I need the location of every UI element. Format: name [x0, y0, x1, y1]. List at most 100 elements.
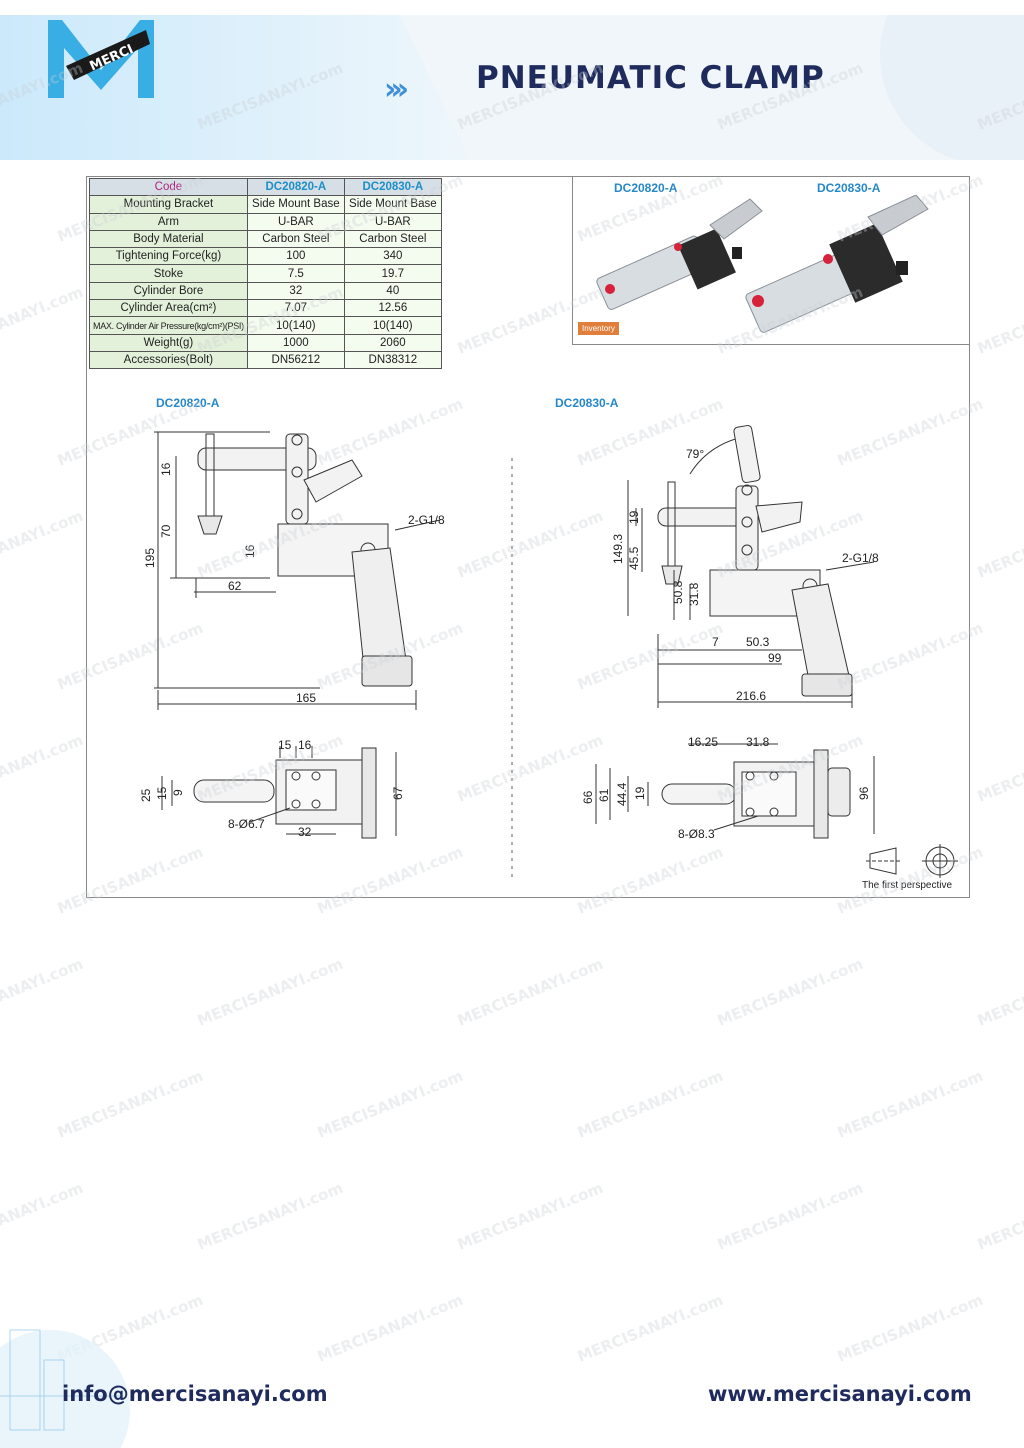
- perspective-note: The first perspective: [862, 880, 953, 891]
- spec-value: 40: [343, 281, 442, 301]
- dim-16a: 16: [159, 462, 173, 476]
- drawing-1-top-view: 15 16 25 15 9 67 8-Ø6.7 32: [140, 738, 405, 839]
- dim-31-8: 31.8: [687, 582, 701, 606]
- spec-value: 7.5: [246, 264, 345, 283]
- watermark-text: MERCISANAYI.com: [315, 1291, 466, 1366]
- dim-angle: 79°: [686, 447, 704, 461]
- model-1: DC20820-A: [246, 177, 345, 197]
- dim-70: 70: [159, 524, 173, 538]
- inventory-badge: Inventory: [578, 322, 619, 335]
- dim-9: 9: [171, 789, 185, 796]
- dim-15: 15: [278, 738, 292, 752]
- watermark-text: MERCISANAYI.com: [715, 1179, 866, 1254]
- projection-symbol-icon: [866, 844, 958, 878]
- watermark-text: MERCISANAYI.com: [455, 1179, 606, 1254]
- spec-row: MAX. Cylinder Air Pressure(kg/cm²)(PSI)1…: [89, 316, 442, 335]
- watermark-text: MERCISANAYI.com: [975, 731, 1024, 806]
- watermark-text: MERCISANAYI.com: [835, 1067, 986, 1142]
- product-photos: [596, 195, 929, 333]
- spec-label: Cylinder Bore: [89, 281, 248, 301]
- spec-value: Side Mount Base: [343, 195, 442, 214]
- spec-value: 10(140): [343, 316, 442, 335]
- dim-99: 99: [768, 651, 782, 665]
- spec-label: MAX. Cylinder Air Pressure(kg/cm²)(PSI): [89, 316, 248, 335]
- watermark-text: MERCISANAYI.com: [55, 1067, 206, 1142]
- spec-label: Arm: [89, 212, 248, 231]
- spec-value: 10(140): [246, 316, 345, 335]
- dim-holes-1: 8-Ø6.7: [228, 817, 265, 831]
- dim-45-5: 45.5: [627, 546, 641, 570]
- watermark-text: MERCISANAYI.com: [195, 1179, 346, 1254]
- dim-149-3: 149.3: [611, 534, 625, 564]
- dim-port-2: 2-G1/8: [842, 551, 879, 565]
- dim-96: 96: [857, 786, 871, 800]
- watermark-text: MERCISANAYI.com: [975, 955, 1024, 1030]
- dim-195: 195: [143, 548, 157, 568]
- dim-19b: 19: [633, 786, 647, 800]
- spec-value: 32: [246, 281, 345, 301]
- model-2: DC20830-A: [343, 177, 442, 197]
- footer-decoration: [0, 1329, 130, 1448]
- dim-50-8: 50.8: [671, 580, 685, 604]
- drawing-label-1: DC20820-A: [156, 396, 220, 410]
- watermark-text: MERCISANAYI.com: [975, 283, 1024, 358]
- drawing-divider: [511, 458, 513, 878]
- watermark-text: MERCISANAYI.com: [575, 1291, 726, 1366]
- page-title: PNEUMATIC CLAMP: [476, 60, 825, 96]
- photo-label-2: DC20830-A: [817, 181, 881, 195]
- spec-value: 340: [343, 247, 442, 266]
- dim-66: 66: [581, 790, 595, 804]
- dim-32: 32: [298, 825, 312, 839]
- dim-7: 7: [712, 635, 719, 649]
- spec-header-row: Code DC20820-A DC20830-A: [89, 177, 442, 197]
- watermark-text: MERCISANAYI.com: [0, 731, 86, 806]
- dim-216-6: 216.6: [736, 689, 766, 703]
- watermark-text: MERCISANAYI.com: [0, 955, 86, 1030]
- dim-44-4: 44.4: [615, 782, 629, 806]
- watermark-text: MERCISANAYI.com: [455, 955, 606, 1030]
- watermark-text: MERCISANAYI.com: [315, 1067, 466, 1142]
- watermark-text: MERCISANAYI.com: [0, 283, 86, 358]
- spec-label: Body Material: [89, 229, 248, 249]
- spec-value: 7.07: [246, 299, 345, 318]
- spec-value: Carbon Steel: [343, 229, 442, 249]
- watermark-text: MERCISANAYI.com: [575, 1067, 726, 1142]
- clamp-photo-2: [745, 195, 929, 333]
- spec-label: Cylinder Area(cm²): [89, 299, 248, 318]
- content-frame: [86, 176, 970, 898]
- drawing-1-side-view: 16 70 195 16 62 165 2-G1/8: [143, 431, 445, 710]
- spec-value: 100: [246, 247, 345, 266]
- spec-value: 19.7: [343, 264, 442, 283]
- watermark-text: MERCISANAYI.com: [975, 507, 1024, 582]
- drawing-label-2: DC20830-A: [555, 396, 619, 410]
- dim-16c: 16: [298, 738, 312, 752]
- watermark-text: MERCISANAYI.com: [975, 1179, 1024, 1254]
- footer-website[interactable]: www.mercisanayi.com: [708, 1382, 972, 1406]
- spec-value: 12.56: [343, 299, 442, 318]
- watermark-text: MERCISANAYI.com: [195, 955, 346, 1030]
- spec-label: Accessories(Bolt): [89, 350, 248, 370]
- spec-value: Side Mount Base: [246, 195, 345, 214]
- code-label: Code: [89, 177, 248, 197]
- dim-50-3: 50.3: [746, 635, 770, 649]
- dim-15b: 15: [155, 786, 169, 800]
- photo-label-1: DC20820-A: [614, 181, 678, 195]
- dim-holes-2: 8-Ø8.3: [678, 827, 715, 841]
- drawing-2-side-view: 79° 19 45.5 149.3 2-G1/8 50.8 31.8 7 50.…: [611, 424, 879, 708]
- dim-61: 61: [597, 788, 611, 802]
- spec-value: Carbon Steel: [246, 229, 345, 249]
- dim-19: 19: [627, 510, 641, 524]
- spec-value: 2060: [343, 333, 442, 352]
- footer-email[interactable]: info@mercisanayi.com: [62, 1382, 328, 1406]
- spec-label: Tightening Force(kg): [89, 247, 248, 266]
- spec-label: Mounting Bracket: [89, 195, 248, 214]
- dim-62: 62: [228, 579, 242, 593]
